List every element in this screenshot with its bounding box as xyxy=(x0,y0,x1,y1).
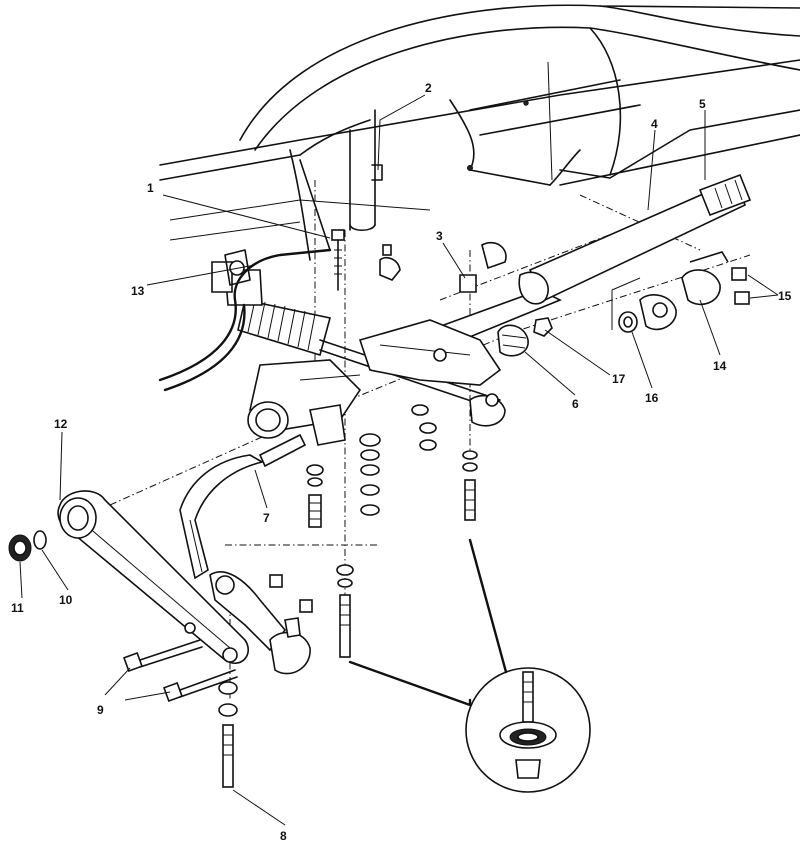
callout-6: 6 xyxy=(572,397,579,411)
callout-7: 7 xyxy=(263,511,270,525)
callout-13: 13 xyxy=(131,284,145,298)
callout-12: 12 xyxy=(54,417,68,431)
callout-5: 5 xyxy=(699,97,706,111)
bolt-stacks xyxy=(218,404,478,788)
callout-1: 1 xyxy=(147,181,154,195)
callout-10: 10 xyxy=(59,593,73,607)
callout-4: 4 xyxy=(651,117,658,131)
callout-15: 15 xyxy=(778,289,792,303)
callout-9: 9 xyxy=(97,703,104,717)
track-control-arm xyxy=(57,490,249,664)
callout-14: 14 xyxy=(713,359,727,373)
callout-labels: 1 2 3 4 5 6 7 8 9 10 11 12 13 14 15 16 1… xyxy=(11,81,792,843)
steering-rack-assembly xyxy=(211,173,752,427)
detail-inset xyxy=(348,538,591,793)
callout-11: 11 xyxy=(11,601,24,615)
callout-2: 2 xyxy=(425,81,432,95)
callout-8: 8 xyxy=(280,829,287,843)
tension-strut xyxy=(179,433,307,580)
callout-17: 17 xyxy=(612,372,626,386)
lower-ball-joint xyxy=(209,571,313,675)
upper-bolt-hardware xyxy=(331,229,507,293)
mounting-bolts-9 xyxy=(123,639,238,702)
front-crossmember xyxy=(247,359,362,446)
pinion-parts xyxy=(497,251,750,357)
callout-3: 3 xyxy=(436,229,443,243)
callout-16: 16 xyxy=(645,391,659,405)
control-arm-bush xyxy=(8,530,47,562)
leader-lines xyxy=(19,94,779,826)
